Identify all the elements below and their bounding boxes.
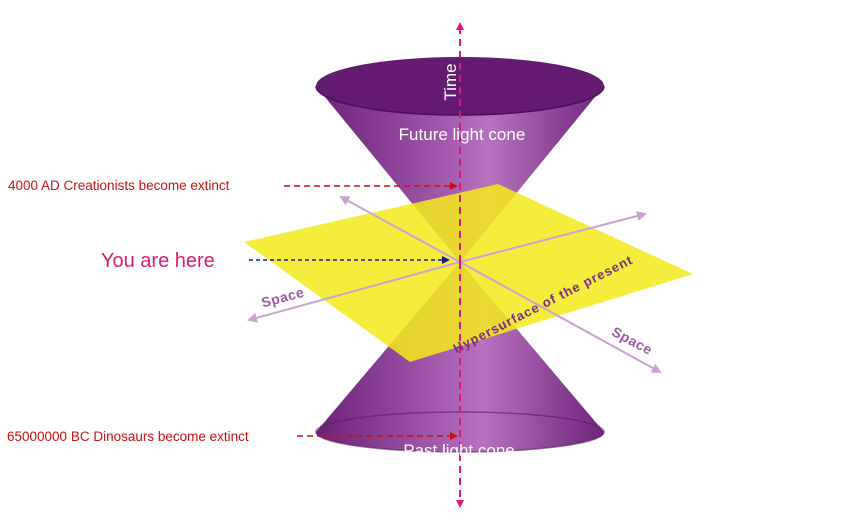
past-light-cone-label: Past light cone [403, 441, 515, 460]
space-axis-left [247, 261, 461, 323]
hypersurface-plane [244, 184, 693, 362]
event-65000000bc-label: 65000000 BC Dinosaurs become extinct [7, 429, 249, 444]
you-are-here-label: You are here [101, 250, 215, 272]
space-label-right: Space [609, 323, 655, 358]
space-axis-depth-front [459, 261, 662, 373]
event-4000ad-label: 4000 AD Creationists become extinct [8, 178, 230, 193]
space-axis-depth-back [339, 196, 461, 263]
future-light-cone-label: Future light cone [399, 125, 526, 144]
space-axis-right [459, 211, 647, 263]
time-axis-label: Time [441, 63, 460, 100]
